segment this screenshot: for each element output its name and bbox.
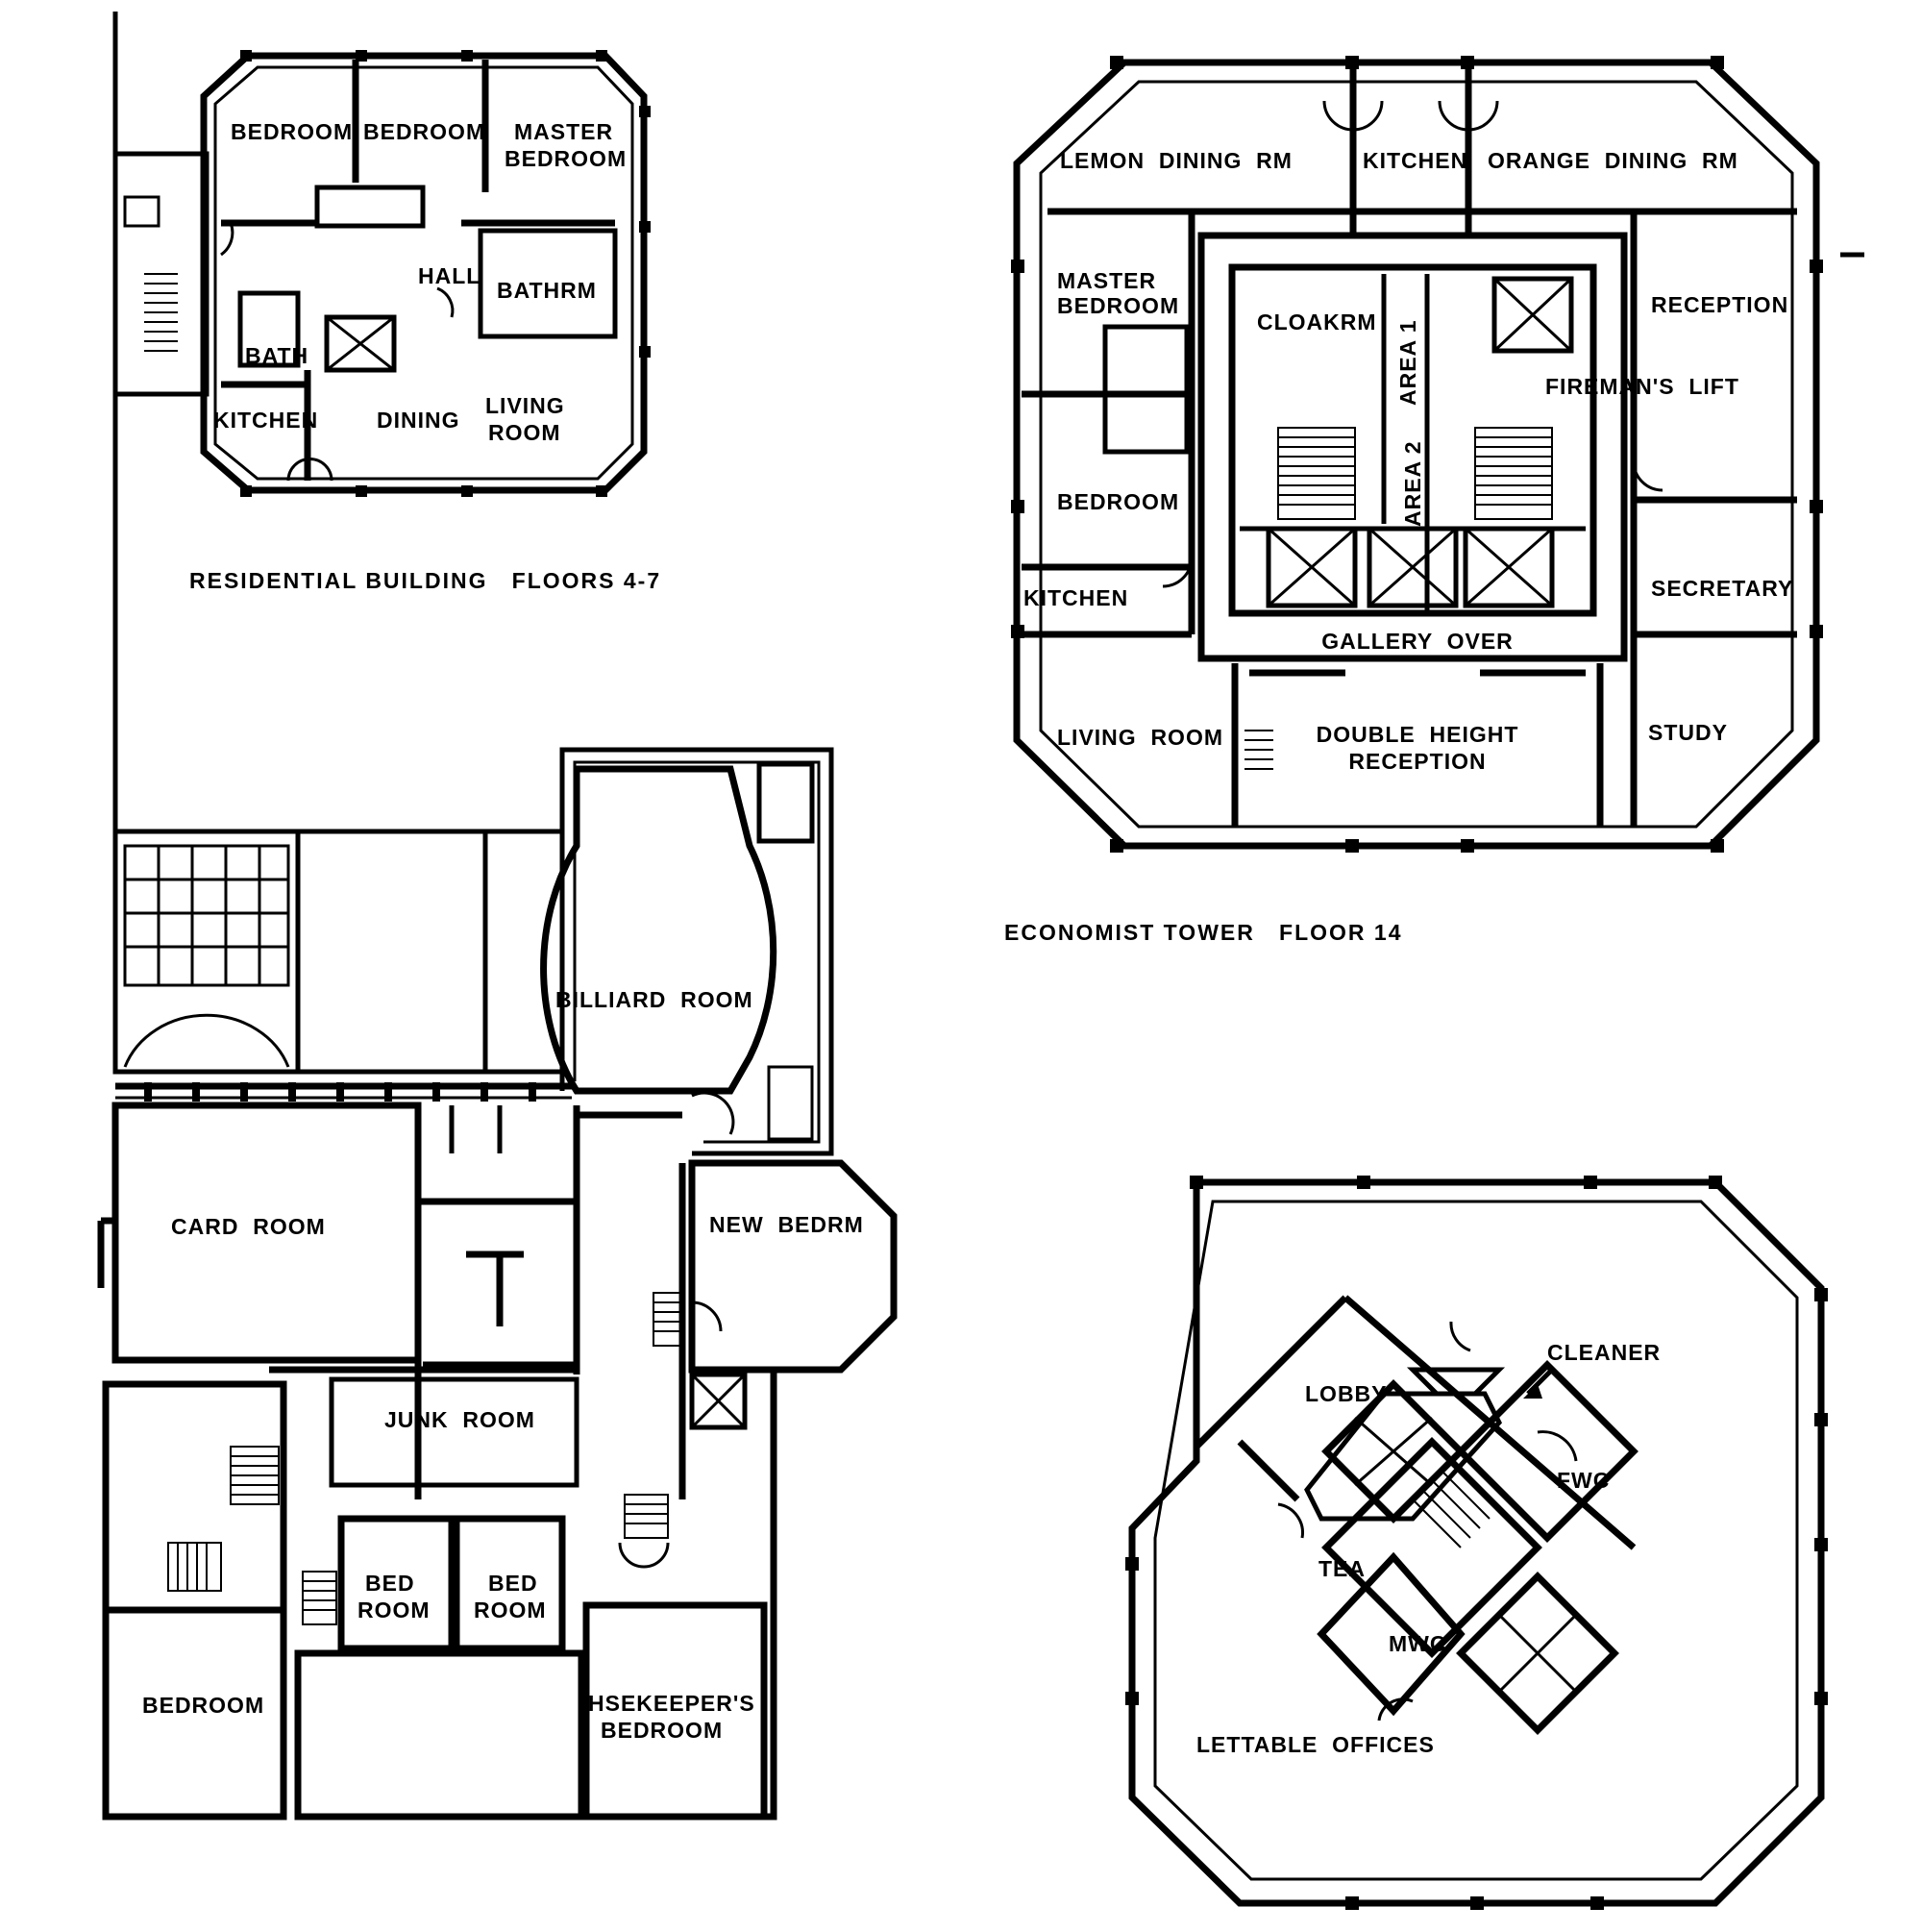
- eco-lemon-dining-label: LEMON DINING RM: [1060, 148, 1293, 173]
- eco-master-label: MASTER: [1057, 268, 1156, 293]
- eco-reception-label: RECEPTION: [1651, 292, 1788, 317]
- club-bedroom-label: BEDROOM: [142, 1693, 264, 1718]
- res-hall-label: HALL: [418, 263, 480, 288]
- eco-study-label: STUDY: [1648, 720, 1728, 745]
- club-bed-room-2-label: ROOM: [474, 1598, 547, 1622]
- eco-kitchen2-label: KITCHEN: [1023, 585, 1128, 610]
- eco-double-height-label: DOUBLE HEIGHT: [1317, 722, 1519, 747]
- eco-orange-dining-label: ORANGE DINING RM: [1488, 148, 1738, 173]
- club-new-bedrm-label: NEW BEDRM: [709, 1212, 864, 1237]
- club-bed-2-label: BED: [488, 1571, 538, 1596]
- eco-gallery-over-label: GALLERY OVER: [1321, 629, 1514, 654]
- club-junk-room-label: JUNK ROOM: [384, 1407, 535, 1432]
- res-kitchen-label: KITCHEN: [213, 408, 318, 433]
- office-lettable-offices-label: LETTABLE OFFICES: [1196, 1732, 1435, 1757]
- res-bathrm-label: BATHRM: [497, 278, 597, 303]
- eco-kitchen-label: KITCHEN: [1363, 148, 1467, 173]
- eco-area2-label: AREA 2: [1400, 441, 1425, 528]
- office-plan: CLEANER LOBBY FWC TEA MWC LETTABLE OFFIC…: [1125, 1176, 1828, 1910]
- office-tea-label: TEA: [1318, 1556, 1366, 1581]
- res-master-label: MASTER: [514, 119, 613, 144]
- residential-caption: RESIDENTIAL BUILDING FLOORS 4-7: [189, 568, 661, 593]
- res-dining-label: DINING: [377, 408, 460, 433]
- res-bedroom-1-label: BEDROOM: [231, 119, 353, 144]
- eco-cloakrm-label: CLOAKRM: [1257, 310, 1377, 334]
- eco-living-room-label: LIVING ROOM: [1057, 725, 1223, 750]
- office-mwc-label: MWC: [1389, 1631, 1446, 1656]
- office-cleaner-label: CLEANER: [1547, 1340, 1661, 1365]
- eco-secretary-label: SECRETARY: [1651, 576, 1793, 601]
- club-billiard-room-label: BILLIARD ROOM: [555, 987, 753, 1012]
- club-hsekeepers-label: HSEKEEPER'S: [588, 1691, 755, 1716]
- res-living-room-label: ROOM: [488, 420, 561, 445]
- club-hsekeepers-bedroom-label: BEDROOM: [601, 1718, 723, 1743]
- residential-plan: BEDROOM BEDROOM MASTER BEDROOM HALL BATH…: [112, 50, 661, 593]
- res-master-bedroom-label: BEDROOM: [505, 146, 627, 171]
- res-bath-label: BATH: [245, 343, 308, 368]
- office-fwc-label: FWC: [1557, 1468, 1610, 1493]
- club-bed-1-label: BED: [365, 1571, 415, 1596]
- office-lobby-label: LOBBY: [1305, 1381, 1388, 1406]
- res-living-label: LIVING: [485, 393, 565, 418]
- eco-firemans-lift-label: FIREMAN'S LIFT: [1545, 374, 1739, 399]
- club-plan: BILLIARD ROOM CARD ROOM NEW BEDRM JUNK R…: [97, 747, 898, 1821]
- eco-double-reception-label: RECEPTION: [1348, 749, 1486, 774]
- res-bedroom-2-label: BEDROOM: [363, 119, 485, 144]
- eco-area1-label: AREA 1: [1395, 320, 1420, 407]
- economist-tower-plan: LEMON DINING RM KITCHEN ORANGE DINING RM…: [1004, 56, 1823, 945]
- eco-master-bedroom-label: BEDROOM: [1057, 293, 1179, 318]
- club-card-room-label: CARD ROOM: [171, 1214, 326, 1239]
- eco-bedroom-label: BEDROOM: [1057, 489, 1179, 514]
- club-bed-room-1-label: ROOM: [357, 1598, 431, 1622]
- economist-caption: ECONOMIST TOWER FLOOR 14: [1004, 920, 1403, 945]
